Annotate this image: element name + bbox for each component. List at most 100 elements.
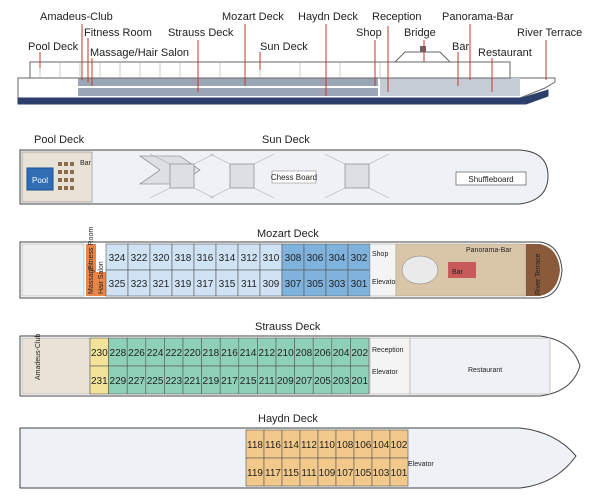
mozart-deck-title: Mozart Deck <box>257 228 319 240</box>
cabin-number: 105 <box>355 468 372 479</box>
pool-deck-chairs <box>58 162 74 190</box>
sun-deck-awnings <box>139 155 370 189</box>
label-reception: Reception <box>372 11 422 23</box>
cabin-number: 220 <box>184 348 201 359</box>
cabin-number: 322 <box>131 253 148 264</box>
hair-salon-label: Hair Salon <box>98 261 105 294</box>
pool <box>26 167 54 191</box>
window-row-lower <box>78 88 378 96</box>
cabin-number: 228 <box>110 348 127 359</box>
cabin-number: 303 <box>329 279 346 290</box>
cabin-number: 110 <box>319 440 335 451</box>
mozart-shop-label: Shop <box>372 251 388 258</box>
bridge-house <box>393 51 452 63</box>
cabin-number: 211 <box>259 376 275 387</box>
cabin-number: 317 <box>197 279 214 290</box>
cabin-number: 231 <box>91 376 108 387</box>
pool-deck-title: Pool Deck <box>34 134 85 146</box>
cabin-number: 107 <box>337 468 354 479</box>
bar-counter <box>401 255 439 285</box>
bridge-mast <box>420 46 426 52</box>
cabin-number: 310 <box>263 253 280 264</box>
cabin-number: 119 <box>247 468 263 479</box>
label-amadeus-club: Amadeus-Club <box>40 11 113 23</box>
cabin-number: 309 <box>263 279 280 290</box>
cabin-box <box>389 457 409 487</box>
cabin-number: 222 <box>165 348 182 359</box>
window-row-upper <box>78 78 378 86</box>
cabin-number: 203 <box>333 376 350 387</box>
hull-waterline <box>17 89 549 105</box>
river-terrace-label: River Terrace <box>535 253 542 295</box>
cabin-number: 102 <box>391 440 408 451</box>
label-river-terrace: River Terrace <box>517 27 582 39</box>
window-front <box>380 78 520 96</box>
haydn-elevator-label: Elevator <box>408 461 434 468</box>
shuffleboard-label: Shuffleboard <box>468 175 513 184</box>
cabin-number: 325 <box>109 279 126 290</box>
bar-stage <box>448 262 476 278</box>
sun-deck-title: Sun Deck <box>262 134 310 146</box>
leader-lines <box>39 24 547 96</box>
cabin-number: 315 <box>219 279 236 290</box>
label-pool-deck: Pool Deck <box>28 41 79 53</box>
cabin-number: 118 <box>247 440 263 451</box>
chess-board-label: Chess Board <box>271 173 317 182</box>
cabin-number: 305 <box>307 279 324 290</box>
cabin-number: 116 <box>265 440 281 451</box>
cabin-number: 307 <box>285 279 302 290</box>
reception-label: Reception <box>372 347 404 354</box>
cabin-number: 207 <box>296 376 313 387</box>
cabin-number: 201 <box>351 376 368 387</box>
massage-label: Massage <box>88 265 95 294</box>
cabin-number: 109 <box>319 468 336 479</box>
cabin-number: 106 <box>355 440 372 451</box>
cabin-number: 318 <box>175 253 192 264</box>
shuffleboard <box>455 171 527 186</box>
label-bar: Bar <box>452 41 469 53</box>
mozart-lobby <box>369 243 397 297</box>
hair-salon <box>96 272 106 296</box>
label-bridge: Bridge <box>404 27 436 39</box>
cabin-number: 205 <box>314 376 331 387</box>
cabin-number: 221 <box>184 376 201 387</box>
label-haydn-deck: Haydn Deck <box>298 11 358 23</box>
cabin-number: 108 <box>337 440 354 451</box>
label-sun-deck: Sun Deck <box>260 41 308 53</box>
label-restaurant: Restaurant <box>478 47 532 59</box>
label-panorama-bar: Panorama-Bar <box>442 11 514 23</box>
cabin-number: 311 <box>241 279 257 290</box>
cabin-number: 312 <box>241 253 258 264</box>
cabin-number: 320 <box>153 253 170 264</box>
cabin-number: 206 <box>314 348 331 359</box>
mozart-bar-label: Bar <box>452 269 464 276</box>
cabin-number: 202 <box>351 348 368 359</box>
cabin-number: 115 <box>283 468 299 479</box>
cabin-number: 103 <box>373 468 390 479</box>
amadeus-club-label: Amadeus-Club <box>35 334 42 380</box>
label-strauss-deck: Strauss Deck <box>168 27 234 39</box>
chess-board <box>271 170 317 184</box>
cabin-number: 324 <box>109 253 126 264</box>
cabin-number: 112 <box>301 440 317 451</box>
massage-room <box>86 272 96 296</box>
cabin-number: 230 <box>91 348 108 359</box>
cabin-number: 214 <box>240 348 257 359</box>
pool-label: Pool <box>32 176 48 185</box>
cabin-number: 226 <box>128 348 145 359</box>
panorama-bar-label: Panorama-Bar <box>466 247 512 254</box>
cabin-number: 229 <box>110 376 127 387</box>
cabin-number: 219 <box>203 376 220 387</box>
cabin-number: 308 <box>285 253 302 264</box>
restaurant-label: Restaurant <box>468 367 502 374</box>
cabin-number: 101 <box>391 468 408 479</box>
cabin-number: 304 <box>329 253 346 264</box>
cabin-number: 215 <box>240 376 257 387</box>
